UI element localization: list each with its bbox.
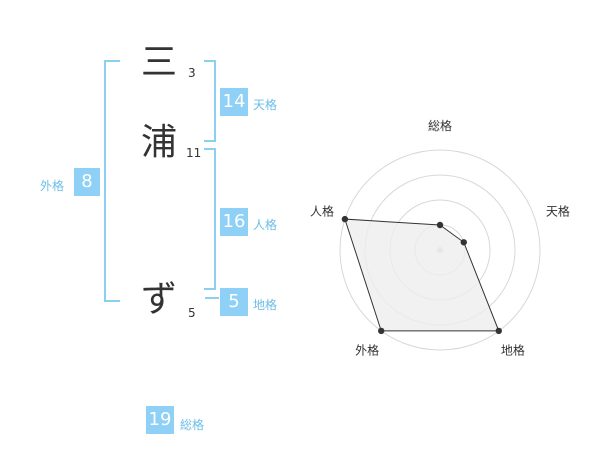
radar-axis-label-2: 地格 <box>501 342 525 357</box>
stroke-count-2: 11 <box>186 146 202 160</box>
radar-point-4 <box>341 215 349 223</box>
radar-points <box>341 215 502 335</box>
soukaku-label: 総格 <box>180 418 205 432</box>
chikaku-connector <box>205 297 219 299</box>
radar-ring-4 <box>339 149 541 351</box>
chikaku-value-badge: 5 <box>220 288 248 316</box>
radar-point-3 <box>378 327 385 335</box>
radar-point-0 <box>436 221 444 229</box>
jinkaku-bracket <box>204 148 216 290</box>
radar-point-2 <box>495 327 502 335</box>
name-char-2: 浦 <box>141 122 178 163</box>
radar-axis-label-3: 外格 <box>355 342 379 357</box>
radar-data-area <box>344 218 500 332</box>
jinkaku-label: 人格 <box>253 218 278 232</box>
radar-axis-label-4: 人格 <box>310 204 334 219</box>
stroke-count-3: 5 <box>188 306 196 320</box>
chikaku-label: 地格 <box>253 298 278 312</box>
tenkaku-bracket <box>204 60 216 142</box>
radar-axis-label-0: 総格 <box>428 118 452 133</box>
name-char-1: 三 <box>141 42 178 83</box>
radar-point-1 <box>460 239 467 246</box>
stroke-count-1: 3 <box>188 66 196 80</box>
soukaku-value-badge: 19 <box>146 406 174 434</box>
name-char-3: ず <box>141 279 178 320</box>
gaikaku-label: 外格 <box>40 179 65 193</box>
tenkaku-label: 天格 <box>253 98 278 112</box>
gaikaku-bracket <box>104 60 120 302</box>
radar-axis-label-1: 天格 <box>546 204 570 219</box>
jinkaku-value-badge: 16 <box>220 208 248 236</box>
gaikaku-value-badge: 8 <box>74 168 100 196</box>
tenkaku-value-badge: 14 <box>220 88 248 116</box>
